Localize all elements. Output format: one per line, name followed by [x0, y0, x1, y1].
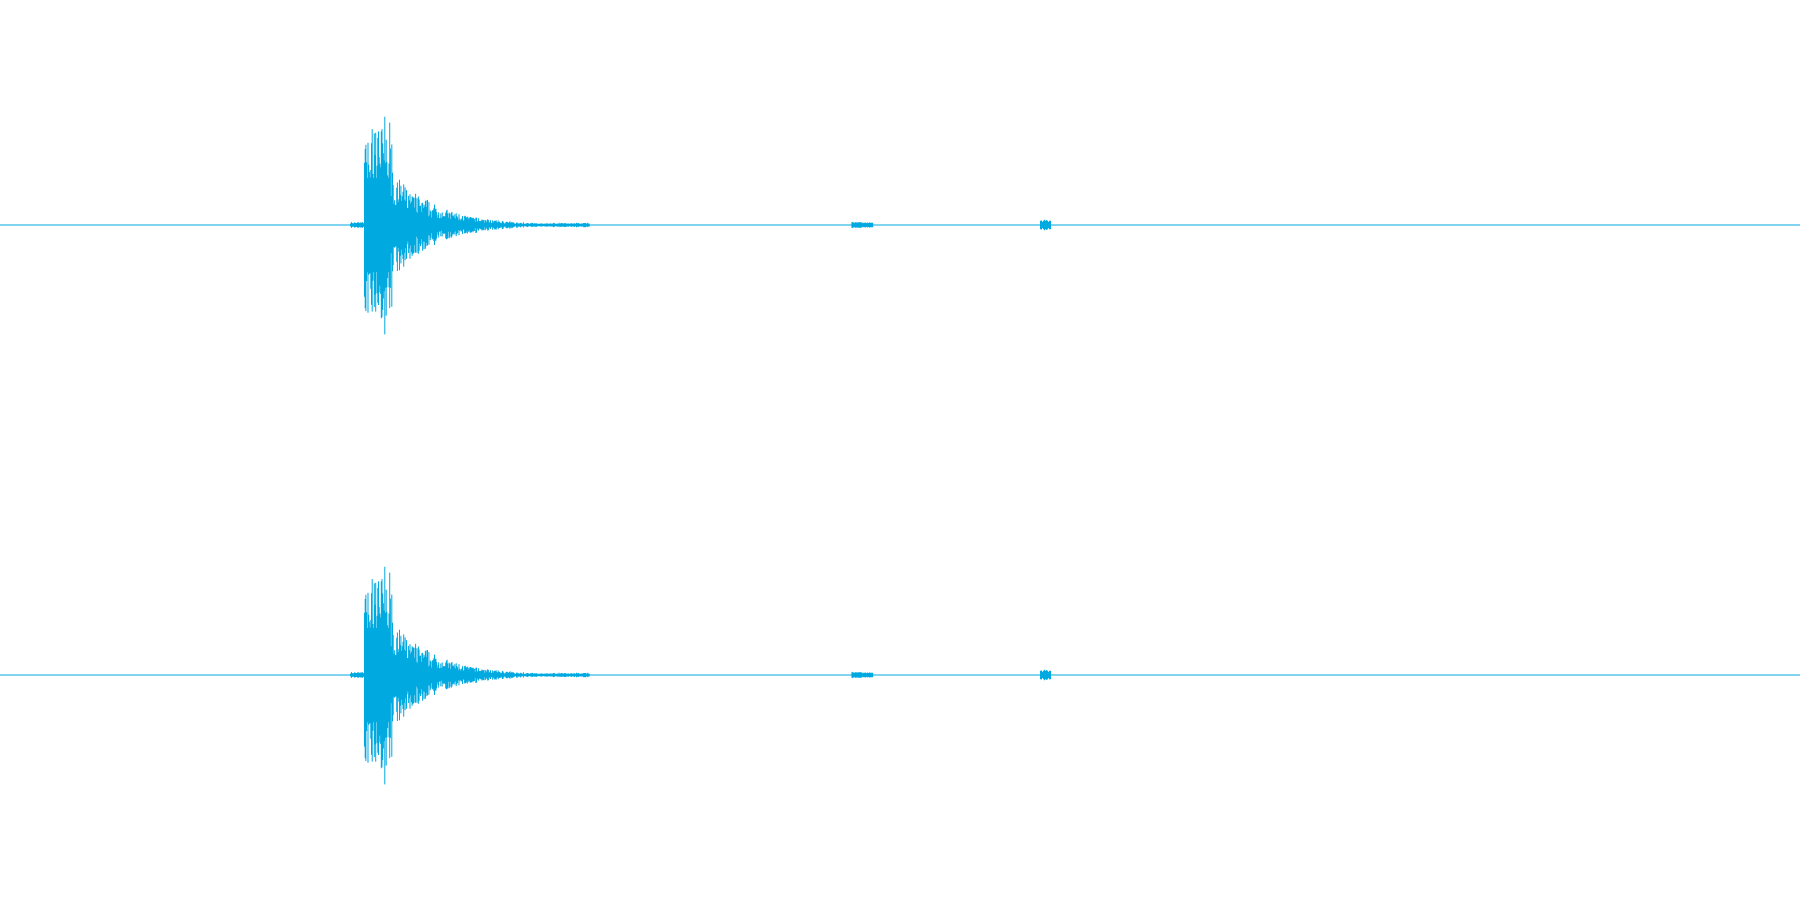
waveform-channel-1[interactable]: [0, 116, 1800, 335]
waveform-blip: [851, 221, 863, 229]
waveform-preroll: [350, 672, 364, 678]
waveform-blip: [1040, 669, 1051, 681]
waveform-transient: [364, 566, 590, 785]
waveform-channel-2[interactable]: [0, 566, 1800, 785]
waveform-blip: [862, 222, 874, 228]
waveform-blip: [851, 671, 863, 679]
waveform-transient-core: [365, 628, 389, 723]
waveform-transient: [364, 116, 590, 335]
waveform-transient-core: [365, 178, 389, 273]
waveform-blip: [1040, 219, 1051, 231]
waveform-blip: [862, 672, 874, 678]
waveform-preroll: [350, 222, 364, 228]
